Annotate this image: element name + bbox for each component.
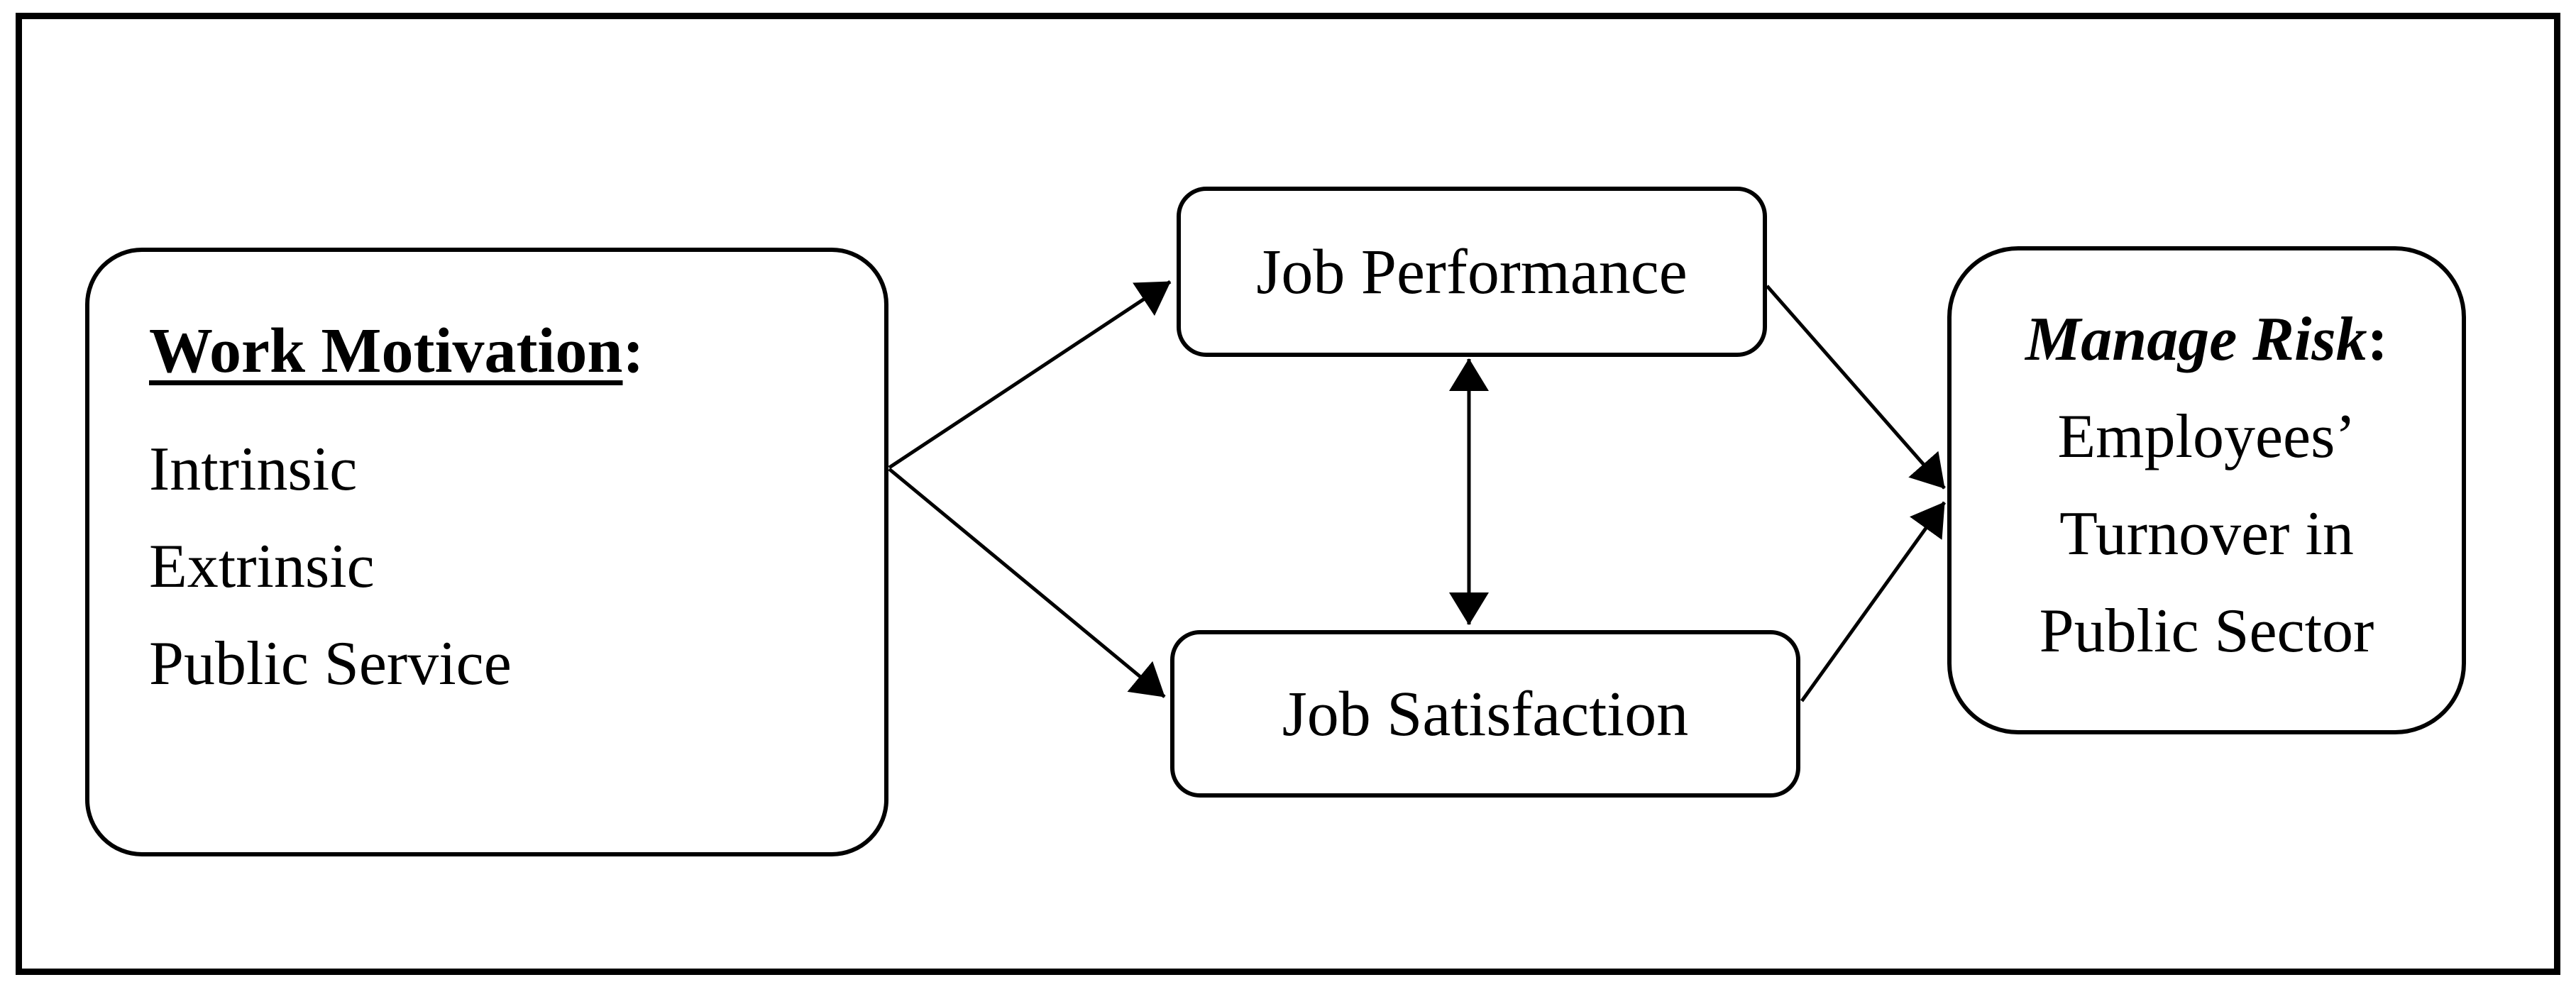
job-satisfaction-box: Job Satisfaction <box>1170 630 1800 798</box>
figure-border <box>16 13 2560 975</box>
work-motivation-title-text: Work Motivation <box>149 316 623 386</box>
outcome-line-public-sector: Public Sector <box>2039 597 2374 666</box>
motivation-item-extrinsic: Extrinsic <box>149 532 375 601</box>
outcome-line-turnover: Turnover in <box>2059 500 2354 568</box>
motivation-item-intrinsic: Intrinsic <box>149 435 358 504</box>
work-motivation-box: Work Motivation: Intrinsic Extrinsic Pub… <box>85 248 888 856</box>
work-motivation-items: Intrinsic Extrinsic Public Service <box>149 421 863 712</box>
work-motivation-title: Work Motivation: <box>149 316 863 387</box>
manage-risk-box: Manage Risk: Employees’ Turnover in Publ… <box>1947 246 2466 734</box>
motivation-item-public-service: Public Service <box>149 629 512 698</box>
outcome-line-employees: Employees’ <box>2057 402 2356 471</box>
job-performance-label: Job Performance <box>1256 236 1688 307</box>
manage-risk-title-text: Manage Risk <box>2025 305 2367 374</box>
work-motivation-title-colon: : <box>622 316 644 386</box>
manage-risk-title-colon: : <box>2367 305 2388 374</box>
job-performance-box: Job Performance <box>1177 187 1767 357</box>
manage-risk-title: Manage Risk: <box>2025 291 2388 388</box>
job-satisfaction-label: Job Satisfaction <box>1282 678 1689 749</box>
